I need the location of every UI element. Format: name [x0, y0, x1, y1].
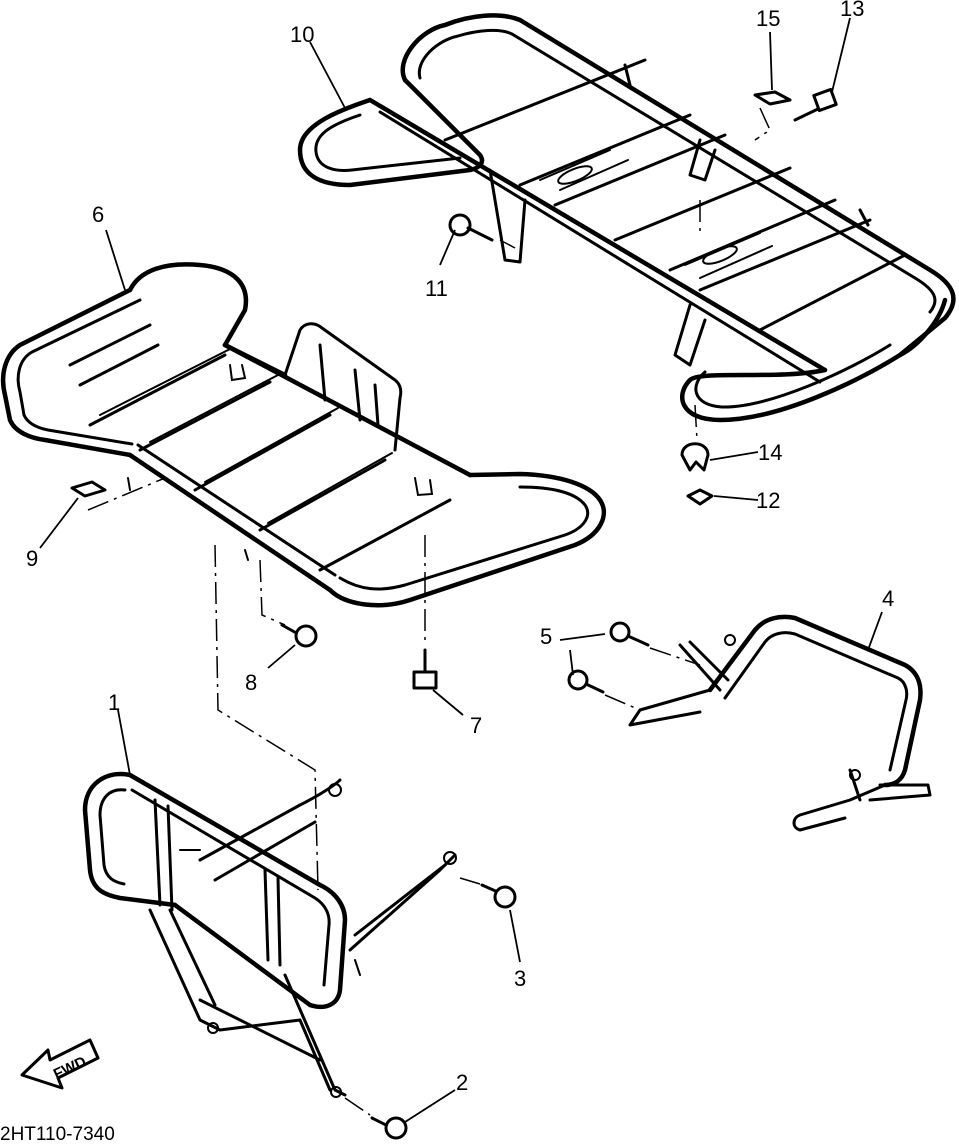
- callout-13: 13: [840, 0, 864, 21]
- front-carrier-part-6: [0, 262, 607, 608]
- bolts-part-5: [567, 621, 650, 694]
- callout-1: 1: [108, 690, 120, 715]
- label-part-9: [70, 480, 107, 498]
- bolt-part-2: [370, 1116, 408, 1140]
- front-guard-part-1: [82, 771, 457, 1098]
- rear-carrier-part-10: [297, 13, 956, 423]
- grommet-part-12: [686, 488, 714, 506]
- callout-9: 9: [26, 546, 38, 571]
- callout-2: 2: [456, 1070, 468, 1095]
- callout-labels: 10 15 13 11 6 14 12 9 8 7 5 4 1 3 2: [26, 0, 894, 1095]
- bolt-part-11: [448, 213, 494, 242]
- callout-10: 10: [290, 22, 314, 47]
- rear-bar-part-4: [628, 614, 932, 832]
- clip-part-14: [680, 442, 710, 472]
- callout-11: 11: [425, 276, 448, 301]
- callout-6: 6: [92, 202, 104, 227]
- callout-14: 14: [758, 440, 782, 465]
- callout-12: 12: [756, 488, 780, 513]
- callout-8: 8: [245, 670, 257, 695]
- callout-5: 5: [540, 624, 552, 649]
- callout-3: 3: [514, 966, 526, 991]
- callout-4: 4: [882, 586, 894, 611]
- bolt-part-8: [280, 623, 318, 648]
- drawing-code: 2HT110-7340: [0, 1124, 115, 1144]
- label-part-15: [753, 90, 792, 106]
- assembly-centerlines: [87, 107, 771, 1116]
- bolt-part-13: [793, 87, 838, 122]
- callout-7: 7: [470, 713, 482, 738]
- bolt-part-7: [412, 648, 438, 690]
- leader-lines: [39, 17, 883, 1123]
- callout-15: 15: [756, 6, 780, 31]
- bolt-part-3: [480, 883, 517, 909]
- forward-direction-arrow-icon: FWD: [20, 1038, 100, 1090]
